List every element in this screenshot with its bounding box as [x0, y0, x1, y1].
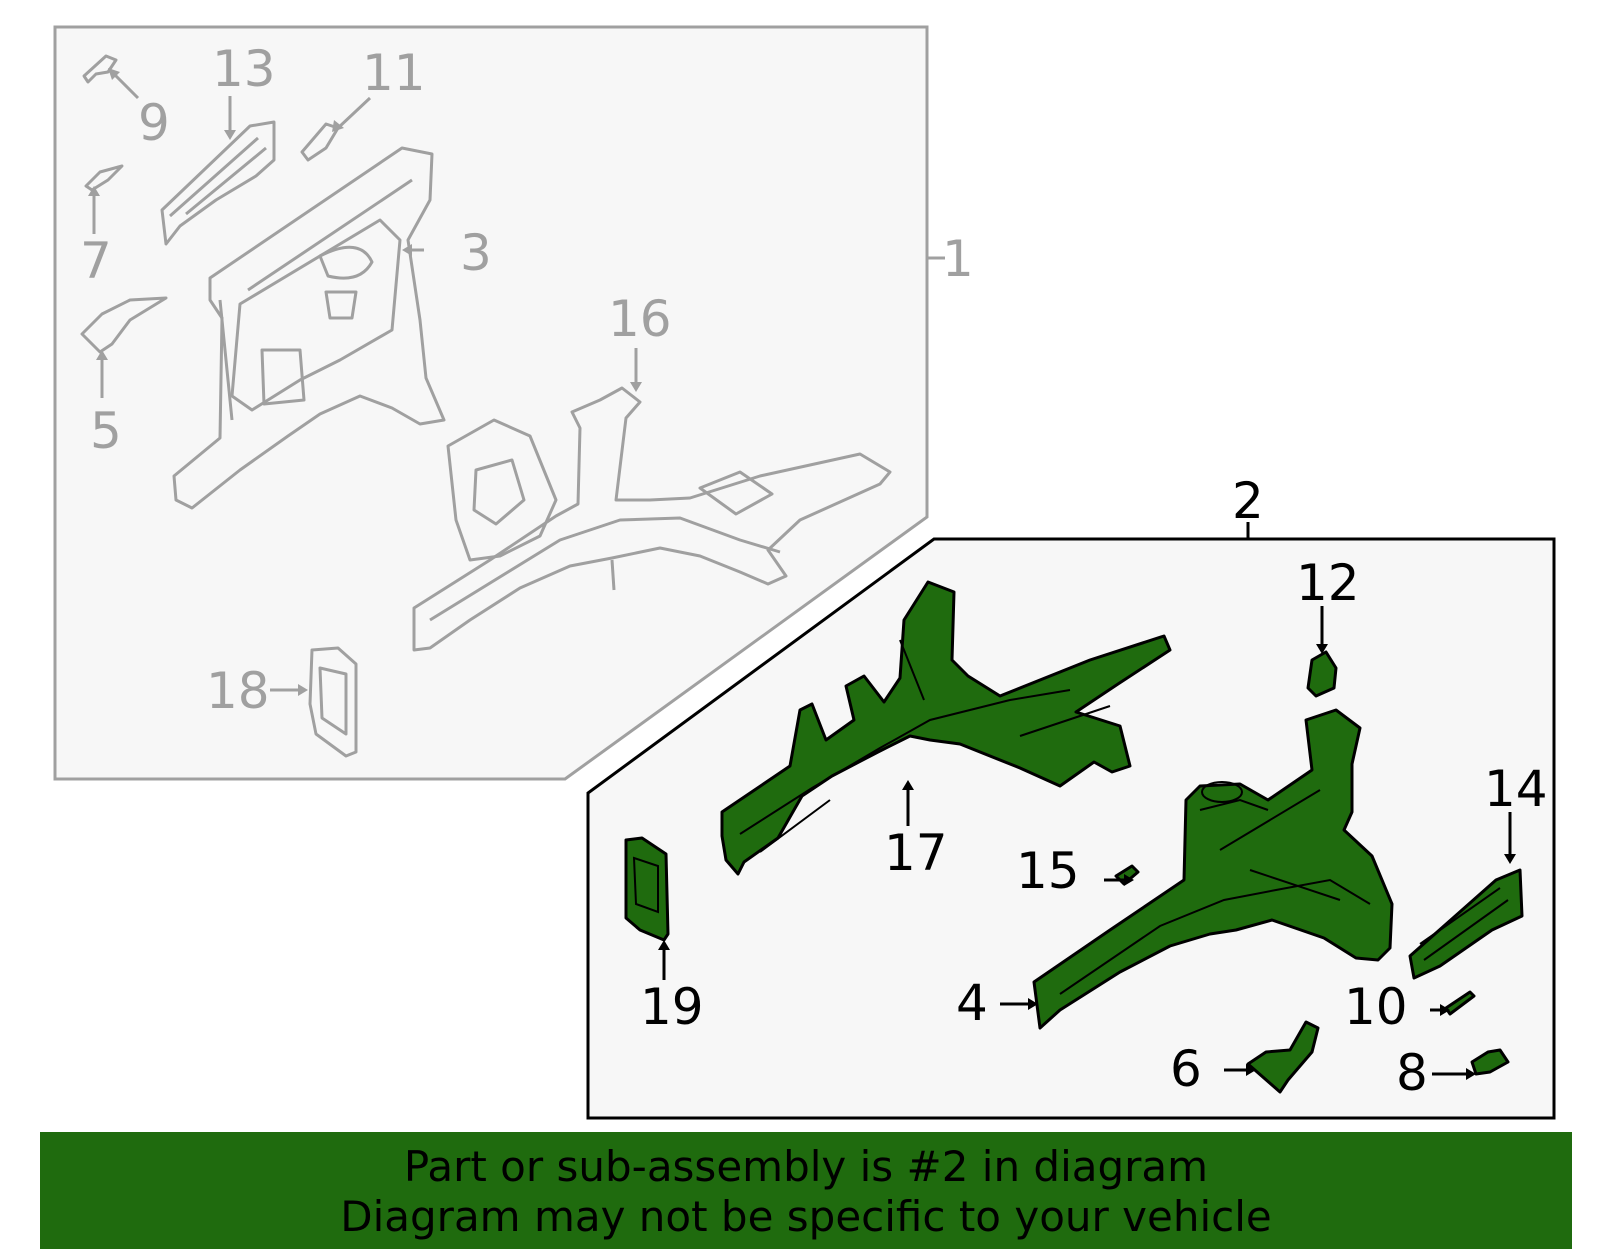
- part-7-bracket: [84, 164, 124, 192]
- part-10-pin: [1444, 990, 1476, 1016]
- callout-19: 19: [640, 978, 704, 1036]
- callout-11: 11: [362, 44, 426, 102]
- group2-details: [632, 639, 1509, 995]
- callout-14: 14: [1484, 760, 1548, 818]
- banner-line-2: Diagram may not be specific to your vehi…: [340, 1192, 1272, 1241]
- part-18-plate: [308, 646, 358, 758]
- part-6-gusset: [1246, 1020, 1320, 1094]
- assembly-1-panel: [53, 25, 929, 781]
- callout-2: 2: [1232, 472, 1264, 530]
- callout-8: 8: [1396, 1044, 1428, 1102]
- group2-arrowheads: [658, 644, 1516, 1080]
- part-4-apron-assembly: [1032, 708, 1394, 1030]
- callout-3: 3: [460, 224, 492, 282]
- callout-18: 18: [206, 662, 270, 720]
- part-19-plate: [624, 836, 670, 942]
- part-13-reinforcement: [160, 120, 276, 246]
- callout-4: 4: [956, 974, 988, 1032]
- part-16-pillar-rail: [412, 386, 892, 652]
- callout-13: 13: [212, 40, 276, 98]
- callout-1: 1: [942, 230, 974, 288]
- callout-7: 7: [80, 232, 112, 290]
- callout-6: 6: [1170, 1040, 1202, 1098]
- callout-12: 12: [1296, 554, 1360, 612]
- part-3-apron-assembly: [172, 146, 446, 510]
- callout-16: 16: [608, 290, 672, 348]
- part-9-clip: [82, 54, 118, 84]
- part-17-rail-assembly: [720, 580, 1172, 876]
- callout-9: 9: [138, 94, 170, 152]
- banner-line-1: Part or sub-assembly is #2 in diagram: [403, 1142, 1209, 1191]
- info-banner: Part or sub-assembly is #2 in diagram Di…: [40, 1132, 1572, 1249]
- callout-5: 5: [90, 402, 122, 460]
- group2-arrows: [662, 606, 1512, 1076]
- group1-parts: [80, 54, 892, 758]
- part-11-bracket: [300, 122, 340, 162]
- group1-arrowheads: [88, 68, 642, 696]
- callout-15: 15: [1016, 842, 1080, 900]
- callout-17: 17: [884, 824, 948, 882]
- part-12-bracket: [1306, 650, 1338, 698]
- callout-10: 10: [1344, 978, 1408, 1036]
